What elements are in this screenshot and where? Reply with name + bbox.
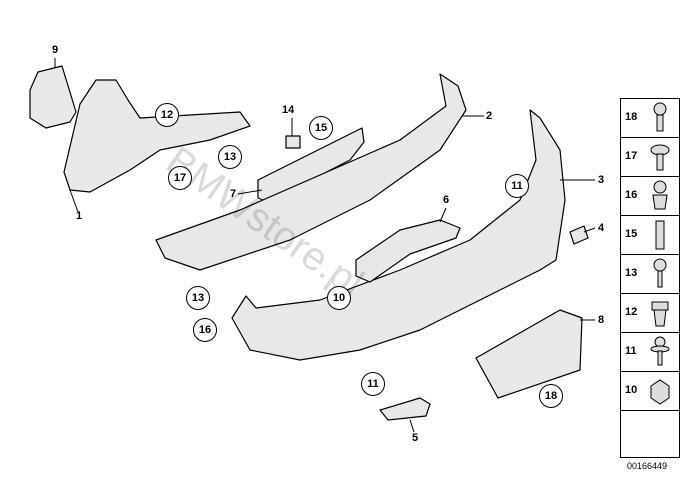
legend-row: 10 [621, 372, 679, 411]
part-label-14: 14 [282, 104, 295, 116]
part-2-trim [155, 73, 467, 271]
legend-row: 18 [621, 99, 679, 138]
part-label-2: 2 [486, 110, 493, 122]
part-5-reflector [379, 397, 431, 421]
part-9-bracket [29, 65, 77, 129]
legend-number: 16 [625, 189, 638, 201]
expansion-nut-icon [651, 301, 669, 327]
part-label-1: 1 [76, 210, 83, 222]
part-label-3: 3 [598, 174, 605, 186]
legend-number: 15 [625, 228, 638, 240]
callout-11: 11 [505, 174, 529, 198]
fastener-legend: 18 17 16 15 13 12 11 10 [620, 98, 680, 458]
legend-row: 12 [621, 294, 679, 333]
screw-icon [653, 258, 667, 288]
callout-10: 10 [327, 286, 351, 310]
screw-icon [650, 144, 670, 171]
part-label-4: 4 [598, 222, 605, 234]
legend-number: 12 [625, 306, 638, 318]
bolt-icon [655, 220, 665, 250]
callout-13: 13 [218, 145, 242, 169]
nut-icon [650, 379, 670, 405]
callout-13: 13 [186, 286, 210, 310]
legend-number: 13 [625, 267, 638, 279]
part-label-9: 9 [52, 44, 59, 56]
callout-11: 11 [361, 372, 385, 396]
legend-row: 16 [621, 177, 679, 216]
callout-15: 15 [309, 116, 333, 140]
screw-icon [653, 102, 667, 132]
document-id: 00166449 [627, 461, 668, 471]
part-4-clip [569, 225, 589, 245]
part-6-bracket [355, 219, 461, 283]
legend-number: 18 [625, 111, 638, 123]
legend-row: 13 [621, 255, 679, 294]
part-14-nut [285, 135, 301, 149]
part-label-8: 8 [598, 314, 605, 326]
callout-12: 12 [155, 103, 179, 127]
part-label-6: 6 [443, 194, 450, 206]
legend-number: 10 [625, 384, 638, 396]
screw-icon [650, 336, 670, 366]
legend-number: 11 [625, 345, 637, 357]
legend-row: 17 [621, 138, 679, 177]
legend-number: 17 [625, 150, 638, 162]
legend-row: 15 [621, 216, 679, 255]
part-label-5: 5 [412, 432, 419, 444]
part-label-7: 7 [230, 188, 237, 200]
part-8-plate [475, 309, 583, 399]
part-7-bracket [257, 127, 365, 203]
callout-17: 17 [168, 166, 192, 190]
part-1-carrier [63, 79, 251, 193]
legend-row: 11 [621, 333, 679, 372]
callout-18: 18 [539, 384, 563, 408]
clip-icon [652, 180, 668, 210]
callout-16: 16 [193, 318, 217, 342]
